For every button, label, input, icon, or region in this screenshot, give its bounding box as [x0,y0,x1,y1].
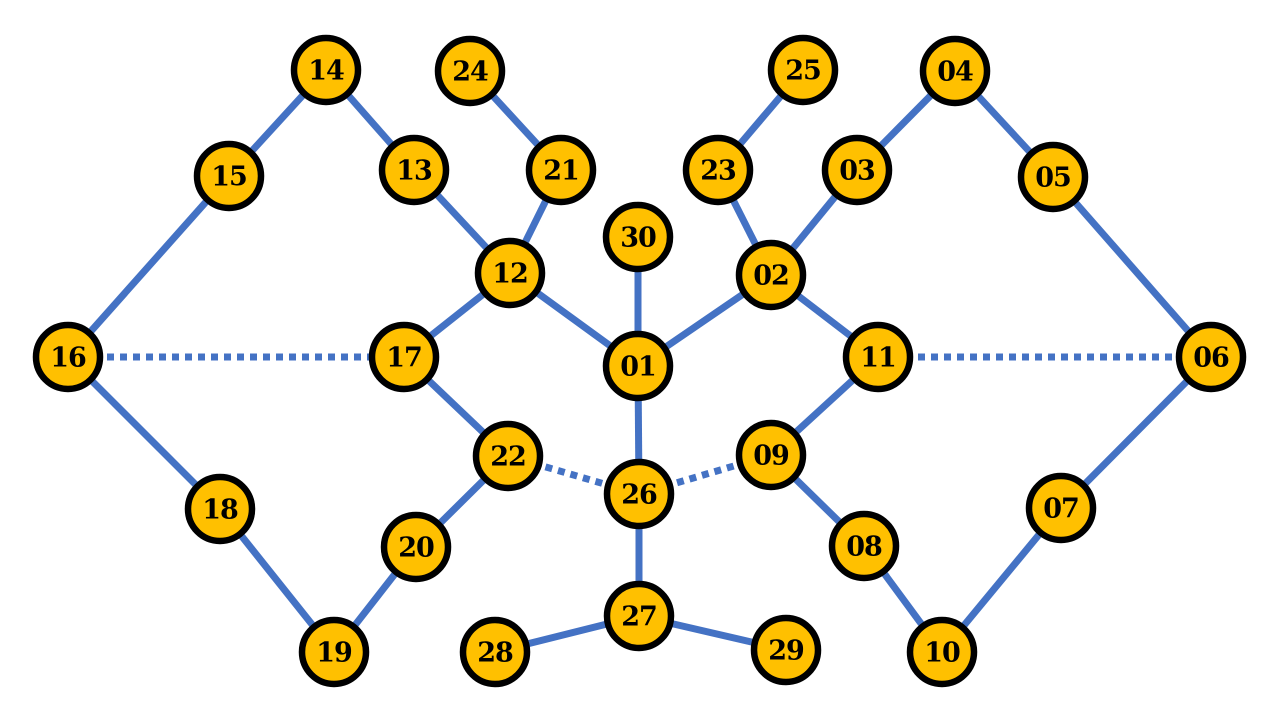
node-08: 08 [828,510,900,582]
node-label-07: 07 [1043,494,1079,525]
node-label-09: 09 [753,441,789,472]
node-label-14: 14 [308,56,344,87]
node-label-08: 08 [846,532,882,563]
node-18: 18 [184,473,256,545]
node-24: 24 [434,35,506,107]
node-circle-20 [380,511,452,583]
node-label-15: 15 [211,162,247,193]
node-14: 14 [290,34,362,106]
node-label-20: 20 [398,533,434,564]
node-circle-08 [828,510,900,582]
node-circle-13 [378,134,450,206]
node-label-02: 02 [753,261,789,292]
node-circle-25 [767,34,839,106]
node-label-18: 18 [202,495,238,526]
node-28: 28 [459,616,531,688]
node-25: 25 [767,34,839,106]
node-circle-02 [735,239,807,311]
edge-06-07 [1058,354,1214,511]
node-circle-07 [1025,472,1097,544]
node-label-25: 25 [785,56,821,87]
node-circle-22 [472,420,544,492]
node-19: 19 [298,616,370,688]
node-label-30: 30 [620,223,656,254]
node-11: 11 [842,321,914,393]
node-03: 03 [821,134,893,206]
node-circle-26 [603,458,675,530]
node-label-22: 22 [490,442,526,473]
node-04: 04 [919,35,991,107]
node-22: 22 [472,420,544,492]
edge-22-26-dotted [507,452,640,498]
node-20: 20 [380,511,452,583]
node-circle-06 [1175,321,1247,393]
node-21: 21 [525,134,597,206]
node-label-23: 23 [700,156,736,187]
node-29: 29 [750,614,822,686]
node-01: 01 [602,330,674,402]
node-label-01: 01 [620,352,656,383]
nodes-layer: 01 02 03 04 05 06 07 08 09 10 11 12 13 14 15 16 17 18 19 20… [32,34,1247,688]
node-circle-18 [184,473,256,545]
node-circle-09 [735,419,807,491]
node-circle-05 [1017,141,1089,213]
node-circle-23 [682,134,754,206]
node-label-27: 27 [621,602,657,633]
node-label-21: 21 [543,156,579,187]
node-label-05: 05 [1035,163,1071,194]
node-label-26: 26 [621,480,657,511]
edge-09-26-dotted [638,451,772,498]
node-circle-19 [298,616,370,688]
node-circle-03 [821,134,893,206]
node-label-29: 29 [768,636,804,667]
node-05: 05 [1017,141,1089,213]
node-07: 07 [1025,472,1097,544]
node-label-06: 06 [1193,343,1229,374]
node-circle-15 [193,140,265,212]
node-circle-12 [474,237,546,309]
node-circle-21 [525,134,597,206]
node-label-13: 13 [396,156,432,187]
edge-16-18 [65,354,223,512]
node-label-12: 12 [492,259,528,290]
node-17: 17 [368,321,440,393]
node-label-10: 10 [924,638,960,669]
node-02: 02 [735,239,807,311]
node-16: 16 [32,321,104,393]
node-circle-14 [290,34,362,106]
node-26: 26 [603,458,675,530]
node-30: 30 [602,201,674,273]
node-27: 27 [603,580,675,652]
node-circle-17 [368,321,440,393]
node-13: 13 [378,134,450,206]
node-15: 15 [193,140,265,212]
node-09: 09 [735,419,807,491]
node-circle-28 [459,616,531,688]
node-06: 06 [1175,321,1247,393]
node-circle-24 [434,35,506,107]
node-label-28: 28 [477,638,513,669]
node-10: 10 [906,616,978,688]
node-label-03: 03 [839,156,875,187]
node-circle-11 [842,321,914,393]
node-circle-10 [906,616,978,688]
node-label-24: 24 [452,57,488,88]
node-label-11: 11 [860,343,896,374]
node-circle-01 [602,330,674,402]
node-circle-30 [602,201,674,273]
node-12: 12 [474,237,546,309]
node-circle-16 [32,321,104,393]
node-label-17: 17 [386,343,422,374]
node-label-19: 19 [316,638,352,669]
node-label-04: 04 [937,57,973,88]
edge-15-16 [65,173,232,360]
node-circle-04 [919,35,991,107]
edge-05-06 [1050,174,1214,360]
node-23: 23 [682,134,754,206]
node-circle-29 [750,614,822,686]
node-circle-27 [603,580,675,652]
node-label-16: 16 [50,343,86,374]
